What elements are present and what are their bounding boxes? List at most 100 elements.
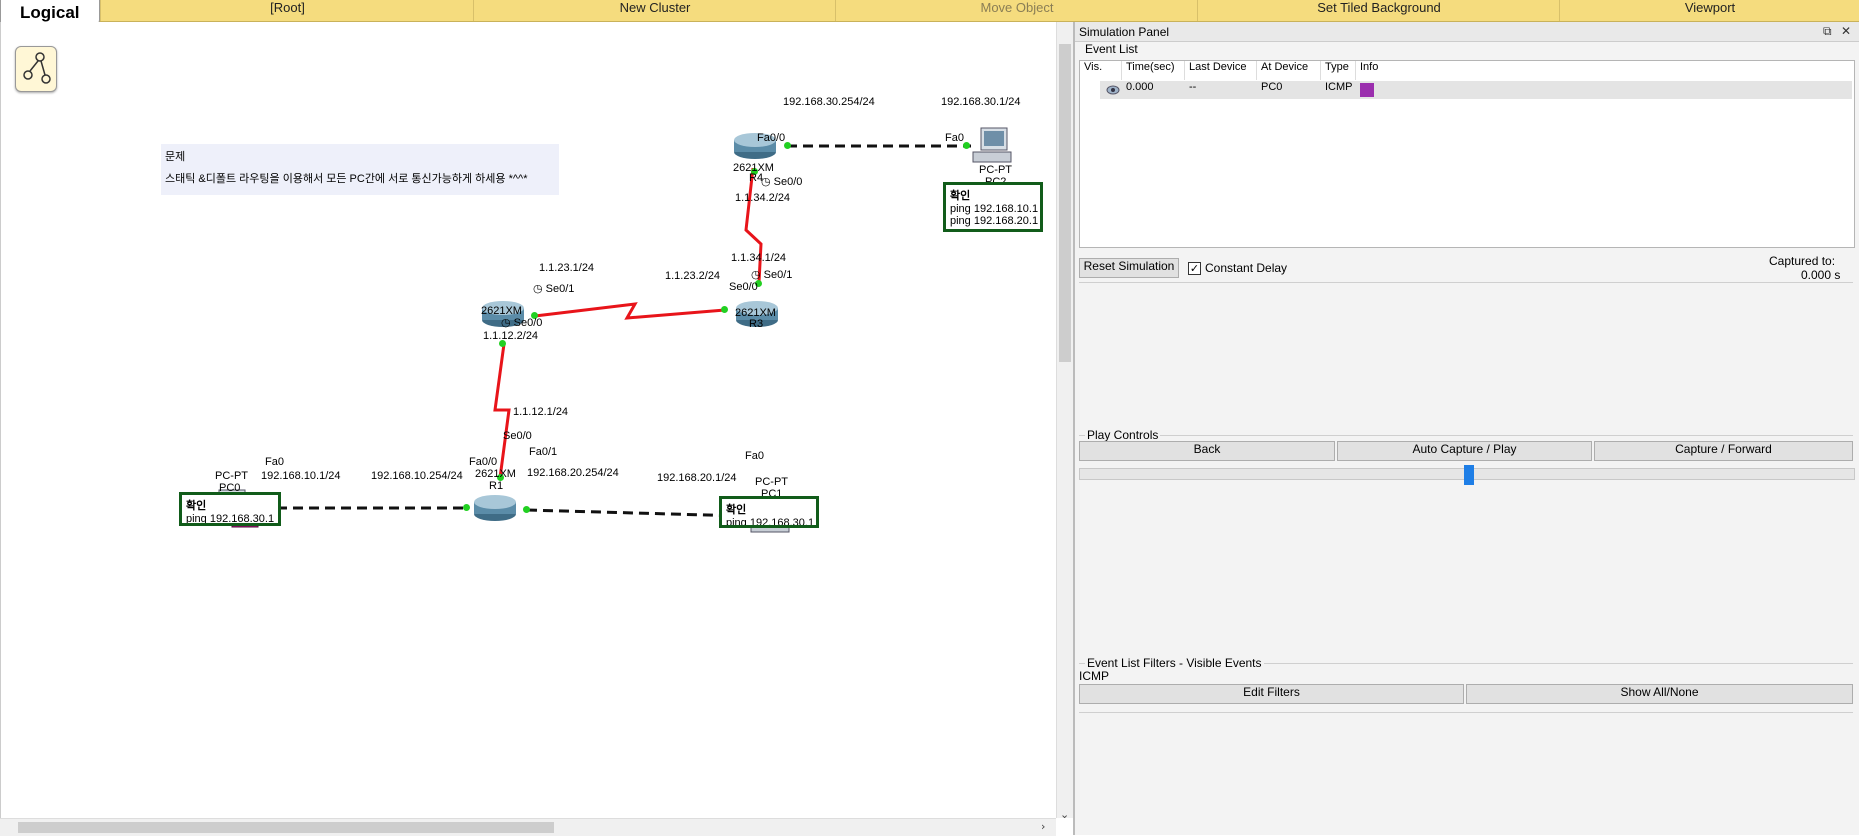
logical-workspace-canvas[interactable]: 문제 스태틱 &디폴트 라우팅을 이용해서 모든 PC간에 서로 통신가능하게 … xyxy=(0,22,1057,818)
pc2-ping-note[interactable]: 확인 ping 192.168.10.1 ping 192.168.20.1 xyxy=(943,182,1043,232)
event-info-swatch[interactable] xyxy=(1356,81,1376,99)
pc1-ping-note[interactable]: 확인 ping 192.168.30.1 xyxy=(719,496,819,528)
scroll-down-icon[interactable]: ⌄ xyxy=(1060,808,1070,821)
label-pc1-type: PC-PT xyxy=(755,476,788,488)
pc1-ping-note-line: ping 192.168.30.1 xyxy=(726,517,815,528)
label-pc0-type: PC-PT xyxy=(215,470,248,482)
port-status-dot xyxy=(497,474,504,481)
router-r1-icon[interactable] xyxy=(473,492,517,522)
show-all-none-button[interactable]: Show All/None xyxy=(1466,684,1853,704)
play-controls-label: Play Controls xyxy=(1085,428,1161,442)
column-header[interactable]: Vis. xyxy=(1080,61,1122,80)
port-status-dot xyxy=(751,168,758,175)
visible-events-value: ICMP xyxy=(1079,669,1109,683)
vertical-scroll-thumb[interactable] xyxy=(1059,44,1071,362)
column-header[interactable]: Type xyxy=(1321,61,1356,80)
new-cluster-button[interactable]: New Cluster xyxy=(473,0,836,21)
pc0-ping-note-title: 확인 xyxy=(186,500,207,512)
router-r2-icon[interactable] xyxy=(481,298,525,328)
label-r1-fa00: Fa0/0 xyxy=(469,456,498,468)
playback-speed-slider[interactable] xyxy=(1079,465,1855,485)
pc0-ping-note[interactable]: 확인 ping 192.168.30.1 xyxy=(179,492,281,526)
column-header[interactable]: Info xyxy=(1360,61,1379,73)
viewport-button[interactable]: Viewport xyxy=(1559,0,1859,21)
set-tiled-background-button[interactable]: Set Tiled Background xyxy=(1197,0,1560,21)
event-time: 0.000 xyxy=(1126,81,1154,93)
port-status-dot xyxy=(784,142,791,149)
pc2-ping-note-title: 확인 xyxy=(950,190,971,202)
port-status-dot xyxy=(523,506,530,513)
horizontal-scroll-thumb[interactable] xyxy=(18,822,554,833)
note-title: 문제 xyxy=(165,151,186,163)
label-r4-se00-text: Se0/0 xyxy=(773,176,803,188)
label-r1-fa00-ip: 192.168.10.254/24 xyxy=(371,470,463,482)
restore-icon[interactable]: ⧉ xyxy=(1823,24,1832,38)
router-r4-icon[interactable] xyxy=(733,130,777,160)
column-header[interactable]: Last Device xyxy=(1185,61,1257,80)
label-pc0-ip: 192.168.10.1/24 xyxy=(261,470,341,482)
port-status-dot xyxy=(499,340,506,347)
column-header[interactable]: Time(sec) xyxy=(1122,61,1185,80)
label-r2-se00-text: Se0/0 xyxy=(513,317,543,329)
label-pc1-fa0: Fa0 xyxy=(745,450,764,462)
label-r3-model: 2621XM xyxy=(735,307,776,319)
note-body: 스태틱 &디폴트 라우팅을 이용해서 모든 PC간에 서로 통신가능하게 하세용… xyxy=(165,173,528,185)
problem-note[interactable]: 문제 스태틱 &디폴트 라우팅을 이용해서 모든 PC간에 서로 통신가능하게 … xyxy=(161,144,559,195)
label-pc0-name: PC0 xyxy=(219,482,241,494)
router-r3-icon[interactable] xyxy=(735,298,779,328)
topology-links xyxy=(261,144,971,518)
event-list-table[interactable]: Vis. Time(sec) Last Device At Device Typ… xyxy=(1079,60,1855,248)
link-r1-r2 xyxy=(493,343,511,479)
pc1-ping-note-title: 확인 xyxy=(726,504,747,516)
constant-delay-checkbox[interactable]: ✓ xyxy=(1188,262,1201,275)
label-r1-model: 2621XM xyxy=(475,468,516,480)
label-r2-model: 2621XM xyxy=(481,305,522,317)
table-row[interactable]: 0.000 -- PC0 ICMP xyxy=(1100,81,1852,99)
playback-speed-thumb[interactable] xyxy=(1464,465,1474,485)
scroll-right-icon[interactable]: › xyxy=(1041,820,1046,833)
reset-simulation-button[interactable]: Reset Simulation xyxy=(1079,258,1179,278)
label-r1-se00: Se0/0 xyxy=(503,430,532,442)
label-r1-se00-ip: 1.1.12.1/24 xyxy=(513,406,569,418)
port-status-dot xyxy=(721,306,728,313)
label-r4-se00: ◷ Se0/0 xyxy=(761,176,803,188)
event-list-label: Event List xyxy=(1083,42,1140,56)
canvas-horizontal-scrollbar[interactable]: › xyxy=(0,818,1056,836)
move-object-button[interactable]: Move Object xyxy=(835,0,1198,21)
pc0-ping-note-line: ping 192.168.30.1 xyxy=(186,513,275,525)
label-pc1-ip: 192.168.20.1/24 xyxy=(657,472,737,484)
port-status-dot xyxy=(463,504,470,511)
canvas-vertical-scrollbar[interactable]: ⌄ xyxy=(1056,22,1073,821)
auto-capture-play-button[interactable]: Auto Capture / Play xyxy=(1337,441,1592,461)
workspace-logo-icon xyxy=(15,46,57,92)
close-icon[interactable]: ✕ xyxy=(1841,24,1852,38)
captured-to-label: Captured to: xyxy=(1769,254,1836,268)
simulation-panel: Simulation Panel ⧉ ✕ Event List Vis. Tim… xyxy=(1073,22,1859,835)
label-pc2-ip: 192.168.30.1/24 xyxy=(941,96,1021,108)
label-r2-se00-ip: 1.1.12.2/24 xyxy=(483,330,539,342)
link-r1-pc1 xyxy=(526,508,744,518)
column-header[interactable]: At Device xyxy=(1257,61,1321,80)
label-r3-name: R3 xyxy=(749,318,764,330)
label-r3-se00: Se0/0 xyxy=(729,281,758,293)
eye-icon[interactable] xyxy=(1102,81,1122,99)
divider xyxy=(1079,663,1853,664)
logical-workspace-tab[interactable]: Logical xyxy=(0,0,100,26)
label-r2-se01-text: Se0/1 xyxy=(545,283,575,295)
label-r3-se01: ◷ Se0/1 xyxy=(751,269,793,281)
captured-to-value: 0.000 s xyxy=(1801,268,1841,282)
constant-delay-label: Constant Delay xyxy=(1205,261,1288,275)
label-r4-fa-ip: 192.168.30.254/24 xyxy=(783,96,875,108)
pc2-ping-note-line: ping 192.168.10.1 xyxy=(950,203,1039,215)
port-status-dot xyxy=(963,142,970,149)
label-r1-fa01-ip: 192.168.20.254/24 xyxy=(527,467,619,479)
edit-filters-button[interactable]: Edit Filters xyxy=(1079,684,1464,704)
back-button[interactable]: Back xyxy=(1079,441,1335,461)
root-button[interactable]: [Root] xyxy=(100,0,474,21)
workspace-toolbar: Logical [Root] New Cluster Move Object S… xyxy=(0,0,1859,26)
capture-forward-button[interactable]: Capture / Forward xyxy=(1594,441,1853,461)
label-r4-fa00: Fa0/0 xyxy=(757,132,786,144)
pc2-icon[interactable] xyxy=(971,126,1013,166)
link-r3-r4 xyxy=(744,167,763,283)
event-last-device: -- xyxy=(1189,81,1197,93)
